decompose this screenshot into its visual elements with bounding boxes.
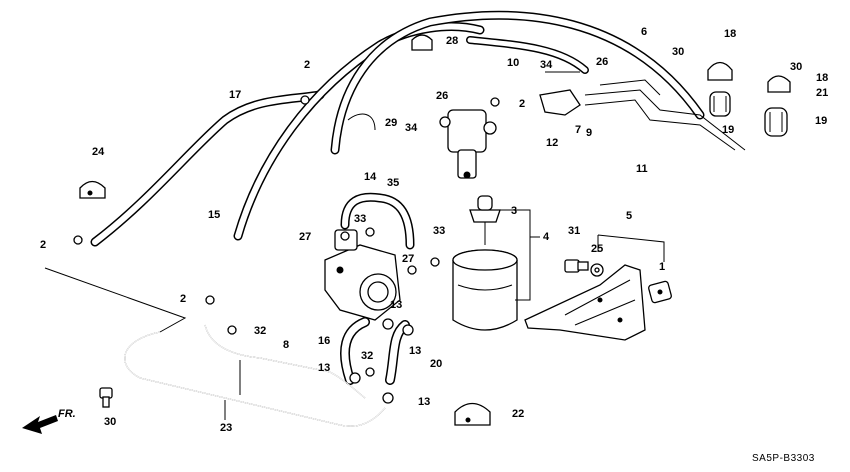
washer-25: [590, 263, 604, 277]
callout-3: 3: [511, 205, 517, 217]
clamp-18-left: [707, 61, 733, 81]
callout-labels: 28 6 18 30 30 18 21 10 34 26 2 17 26 2 1…: [40, 26, 828, 434]
callout-23: 23: [220, 422, 232, 434]
callout-32: 32: [254, 325, 266, 337]
clamp-24: [79, 180, 106, 199]
reservoir-cap: [469, 195, 501, 245]
leader-lines: [44, 267, 241, 420]
callout-13: 13: [409, 345, 421, 357]
callout-2: 2: [180, 293, 186, 305]
direction-label: FR.: [58, 408, 76, 420]
callout-33: 33: [354, 213, 366, 225]
callout-31: 31: [568, 225, 580, 237]
group-bracket-3-4: [500, 209, 540, 301]
hose-10: [466, 36, 589, 74]
callout-29: 29: [385, 117, 397, 129]
callout-20: 20: [430, 358, 442, 370]
clamp-22: [454, 402, 491, 426]
reference-code: SA5P-B3303: [752, 453, 815, 464]
callout-33: 33: [433, 225, 445, 237]
callout-13: 13: [318, 362, 330, 374]
rubber-pad-1: [648, 280, 672, 304]
control-valve: [439, 109, 497, 179]
callout-16: 16: [318, 335, 330, 347]
callout-5: 5: [626, 210, 632, 222]
hose-15: [233, 22, 485, 241]
front-direction-arrow: FR.: [22, 408, 76, 434]
callout-19: 19: [722, 124, 734, 136]
callout-24: 24: [92, 146, 105, 158]
callout-21: 21: [816, 87, 828, 99]
callout-15: 15: [208, 209, 220, 221]
callout-2: 2: [519, 98, 525, 110]
hose-16: [340, 317, 370, 385]
bolt-31: [564, 259, 589, 273]
callout-25: 25: [591, 243, 603, 255]
reservoir-tank: [452, 249, 518, 331]
hose-20: [385, 320, 410, 385]
callout-13: 13: [418, 396, 430, 408]
callout-27: 27: [402, 253, 414, 265]
callout-34: 34: [405, 122, 418, 134]
pipe-11-assembly: [584, 79, 746, 151]
callout-27: 27: [299, 231, 311, 243]
callout-13: 13: [390, 299, 402, 311]
callout-30: 30: [790, 61, 802, 73]
callout-32: 32: [361, 350, 373, 362]
callout-28: 28: [446, 35, 458, 47]
callout-26: 26: [436, 90, 448, 102]
callout-26: 26: [596, 56, 608, 68]
callout-14: 14: [364, 171, 377, 183]
pipe-23: [124, 331, 386, 427]
callout-6: 6: [641, 26, 647, 38]
power-steering-pump: [324, 229, 401, 321]
callout-18: 18: [724, 28, 736, 40]
callout-18: 18: [816, 72, 828, 84]
callout-2: 2: [40, 239, 46, 251]
pipe-8: [204, 324, 366, 399]
hose-14: [340, 192, 415, 250]
group-bracket-5: [597, 234, 665, 262]
callout-4: 4: [543, 231, 550, 243]
clamp-28: [411, 34, 433, 51]
hose-6: [330, 10, 705, 155]
callout-2: 2: [304, 59, 310, 71]
callout-12: 12: [546, 137, 558, 149]
callout-17: 17: [229, 89, 241, 101]
bracket-5: [524, 264, 646, 341]
callout-30: 30: [104, 416, 116, 428]
bracket-12: [539, 89, 581, 116]
callout-1: 1: [659, 261, 665, 273]
callout-10: 10: [507, 57, 519, 69]
pipe-29: [347, 113, 376, 131]
callout-11: 11: [636, 163, 648, 175]
callout-30: 30: [672, 46, 684, 58]
callout-34: 34: [540, 59, 553, 71]
bushing-19-right: [764, 107, 788, 137]
callout-35: 35: [387, 177, 399, 189]
callout-8: 8: [283, 339, 289, 351]
callout-7: 7: [575, 124, 581, 136]
bolt-30-bottom: [99, 387, 113, 408]
hose-17: [90, 90, 325, 247]
callout-9: 9: [586, 127, 592, 139]
callout-22: 22: [512, 408, 524, 420]
callout-19: 19: [815, 115, 827, 127]
clamp-18-right: [767, 75, 791, 93]
bushing-19-left: [709, 91, 731, 117]
hose-clamps: [73, 95, 500, 404]
